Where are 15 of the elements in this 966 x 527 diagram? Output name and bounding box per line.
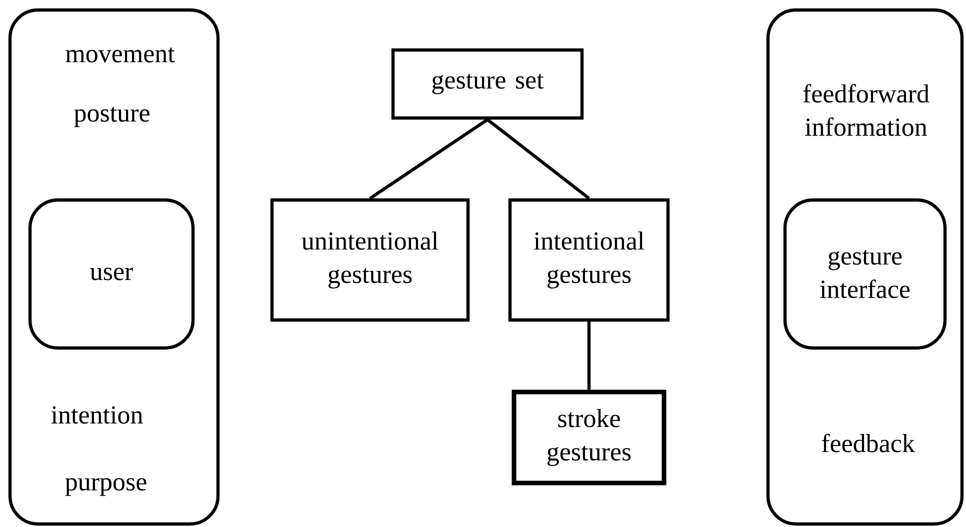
node-label: movement xyxy=(66,48,175,62)
box: intentional gestures xyxy=(508,198,670,322)
node-label: feedforward information xyxy=(803,84,930,136)
connector-line xyxy=(587,322,591,390)
connector-line xyxy=(369,118,488,200)
node-label: feedback xyxy=(822,434,915,452)
connector-line xyxy=(486,118,590,200)
node-label: posture xyxy=(74,106,150,128)
node-label: purpose xyxy=(65,478,146,496)
rounded-box: gesture interface xyxy=(783,198,947,350)
box: gesture set xyxy=(391,48,584,120)
box: unintentional gestures xyxy=(270,198,470,322)
node-label: intention xyxy=(51,406,143,424)
box: stroke gestures xyxy=(512,390,666,486)
rounded-box: user xyxy=(28,198,195,350)
